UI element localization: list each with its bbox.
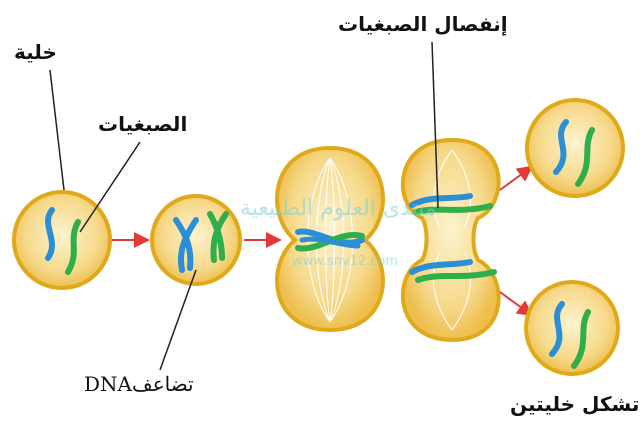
label-chromosomes: الصبغيات [98, 112, 187, 136]
watermark-title: منتدى العلوم الطبيعية [240, 196, 437, 221]
daughter-cell-bottom [526, 282, 618, 374]
arrow-up [500, 168, 530, 190]
watermark-url: www.snv12.com [292, 254, 398, 269]
label-cell: خلية [14, 40, 57, 64]
cell-3-metaphase [277, 148, 383, 330]
cell-4-separation [403, 140, 499, 340]
cell-1 [14, 192, 110, 288]
leader-chromosomes [80, 142, 140, 232]
label-two-cells-formation: تشكل خليتين [510, 392, 639, 416]
daughter-cell-top [527, 100, 623, 196]
label-dna-replication: تضاعفDNA [84, 372, 194, 396]
leader-dna [160, 270, 196, 370]
arrow-down [500, 292, 530, 314]
leader-cell [50, 70, 64, 190]
label-chromosome-separation: إنفصال الصبغيات [338, 12, 508, 36]
chromosome-blue [48, 210, 52, 258]
